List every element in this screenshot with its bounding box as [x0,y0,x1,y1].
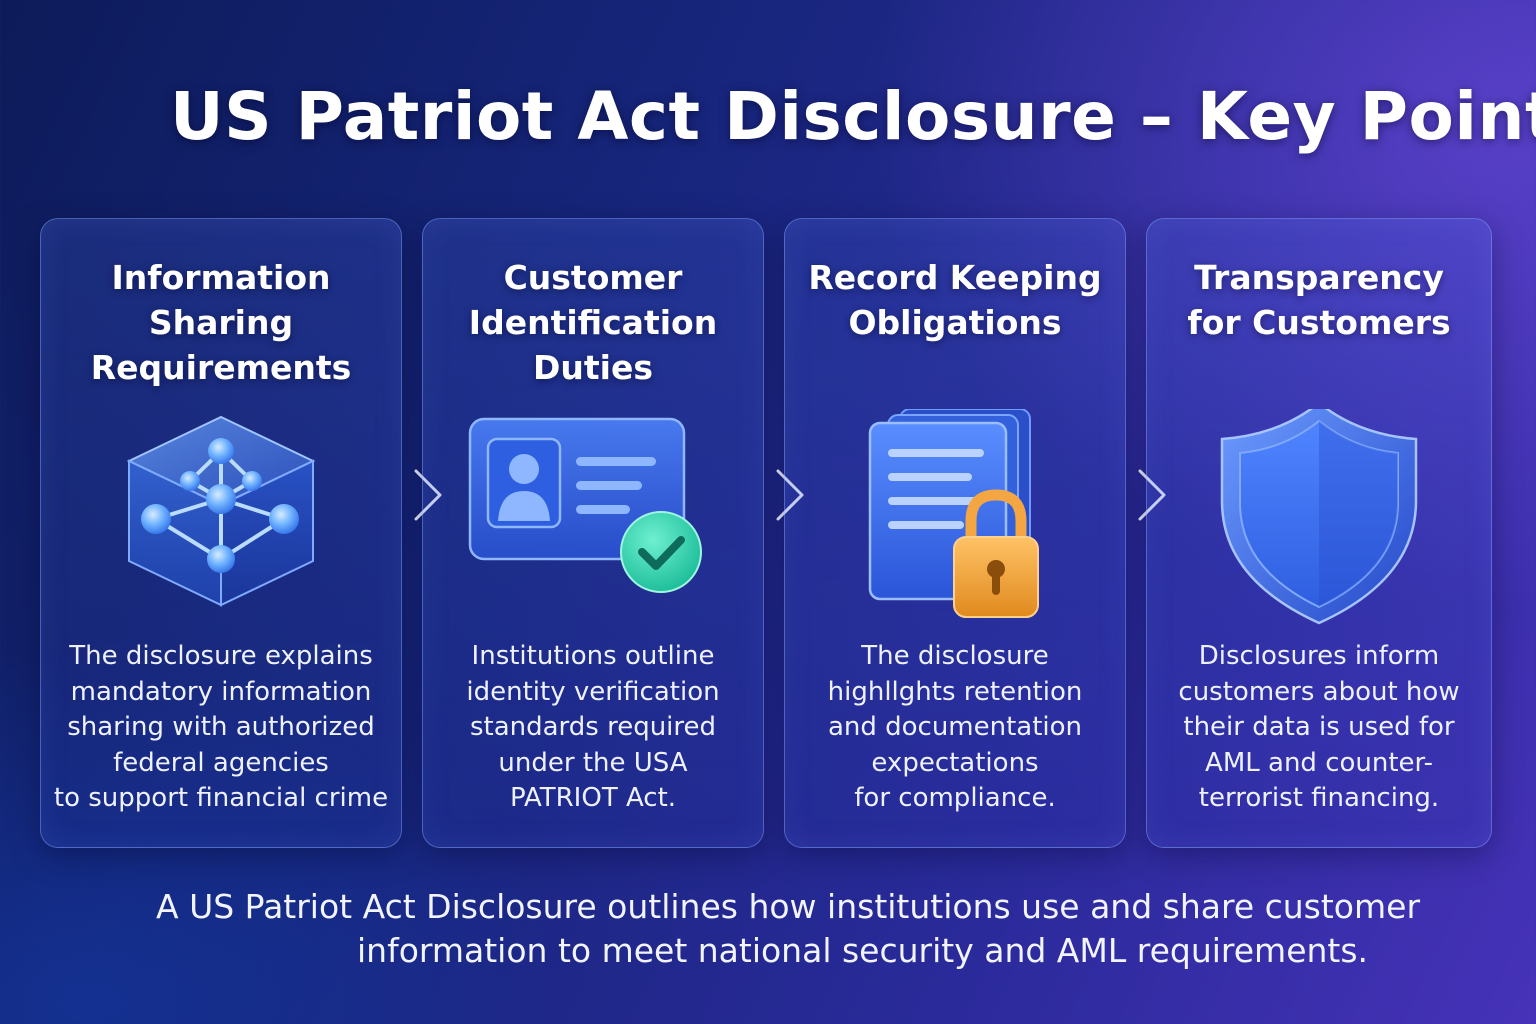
chevron-right-icon [776,469,804,521]
card-description-line: identity verification [466,676,720,707]
card-title-line: Identification [468,303,718,342]
card-title: Record Keeping Obligations [785,255,1125,345]
document-lock-icon [868,409,1039,618]
card-description-line: highllghts retention [827,676,1083,707]
card-description-line: standards required [469,712,717,742]
card-description-line: The disclosure explains [69,641,373,671]
card-title-line: Obligations [848,303,1062,342]
id-card-check-icon [468,417,702,593]
footer-line: information to meet national security an… [357,931,1369,970]
card-description-line: expectations [871,747,1039,778]
card-title: Information Sharing Requirements [41,255,401,390]
card-title-line: Transparency [1194,258,1444,297]
card-description: The disclosure explains mandatory inform… [41,639,401,817]
card-description-line: Disclosures inform [1198,641,1440,671]
card-description: Institutions outline identity verificati… [423,639,763,817]
card-description-line: sharing with authorized [67,712,375,742]
footer-line: A US Patriot Act Disclosure outlines how… [156,887,1421,926]
card-customer-identification: Customer Identification Duties Instituti… [422,218,764,848]
card-title-line: Requirements [90,348,352,387]
card-description-line: Institutions outline [471,641,715,671]
card-description-line: federal agencies [113,747,329,778]
card-title-line: Customer [503,258,683,297]
chevron-right-icon [1138,469,1166,521]
card-description-line: The disclosure [861,641,1049,671]
footer-summary: A US Patriot Act Disclosure outlines how… [0,885,1536,973]
card-description-line: mandatory information [70,676,372,707]
card-description-line: and documentation [827,712,1083,742]
card-description-line: customers about how [1178,676,1460,707]
card-description: The disclosure highllghts retention and … [785,639,1125,817]
card-title-line: for Customers [1187,303,1451,342]
card-description-line: for compliance. [854,783,1056,813]
card-title: Transparency for Customers [1147,255,1491,345]
card-title-line: Record Keeping [808,258,1102,297]
card-title-line: Duties [533,348,653,387]
card-title: Customer Identification Duties [423,255,763,390]
card-description-line: under the USA [498,747,688,778]
chevron-right-icon [414,469,442,521]
shield-icon [1220,409,1418,625]
card-description-line: PATRIOT Act. [509,783,677,813]
card-description-line: to support financial crime [53,783,389,813]
card-description: Disclosures inform customers about how t… [1147,639,1491,817]
card-record-keeping: Record Keeping Obligations The disclosur… [784,218,1126,848]
card-information-sharing: Information Sharing Requirements [40,218,402,848]
page-title: US Patriot Act Disclosure – Key Points [170,78,1536,155]
network-cube-icon [126,415,316,607]
card-transparency: Transparency for Customers Disclosures i… [1146,218,1492,848]
card-description-line: their data is used for [1183,712,1455,742]
card-description-line: terrorist financing. [1198,783,1440,813]
card-title-line: Information [111,258,331,297]
card-title-line: Sharing [148,303,294,342]
card-description-line: AML and counter- [1205,747,1433,778]
